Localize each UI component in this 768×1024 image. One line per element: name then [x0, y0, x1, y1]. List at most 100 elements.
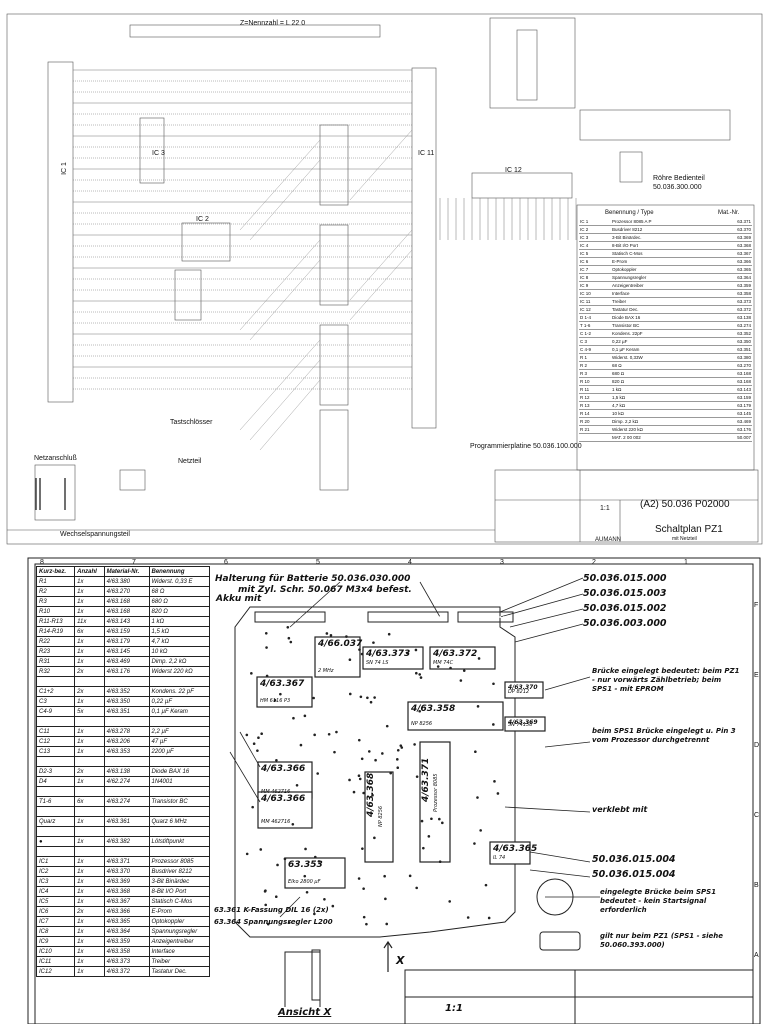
column-number: 5: [316, 559, 320, 566]
bom-cell: 63.138: [713, 313, 752, 322]
bom-cell: 0,22 µF: [611, 337, 714, 346]
parts-cell: Diode BAX 16: [149, 766, 211, 777]
bom-cell: C 4-9: [579, 345, 612, 354]
parts-cell: 6x: [74, 796, 105, 807]
bom-header-name: Benennung / Type: [605, 210, 654, 216]
parts-cell: C13: [36, 746, 76, 757]
bom-cell: 63.373: [713, 297, 752, 306]
parts-cell: [104, 786, 150, 797]
bom-cell: [579, 433, 612, 442]
parts-cell: D2-3: [36, 766, 76, 777]
parts-cell: 1x: [74, 606, 105, 617]
chip-outline: [364, 771, 394, 863]
bom-cell: 63.168: [713, 377, 752, 386]
parts-cell: R10: [36, 606, 76, 617]
parts-row: [36, 716, 211, 727]
chip-sublabel: MM 462716: [261, 819, 291, 825]
parts-cell: C4-9: [36, 706, 76, 717]
callout-bruecke: Brücke eingelegt bedeutet: beim PZ1 - nu…: [592, 667, 740, 693]
bom-cell: Anzeigentreiber: [611, 281, 714, 290]
parts-cell: 4/63.159: [104, 626, 150, 637]
parts-cell: IC12: [36, 966, 76, 977]
eprom1-outline: [319, 124, 349, 206]
parts-cell: 47 µF: [149, 736, 211, 747]
parts-cell: 0,22 µF: [149, 696, 211, 707]
ic2-label: IC 2: [196, 216, 209, 223]
chip-label: 4/63.370: [508, 684, 538, 691]
scale-label: 1:1: [600, 505, 610, 512]
parts-cell: IC4: [36, 886, 76, 897]
parts-cell: 1x: [74, 876, 105, 887]
parts-cell: IC6: [36, 906, 76, 917]
parts-cell: IC1: [36, 856, 76, 867]
chip-label: 4/63.371: [421, 757, 431, 802]
column-number: 3: [500, 559, 504, 566]
bom-cell: 10 kΩ: [611, 409, 714, 418]
parts-cell: 1x: [74, 776, 105, 787]
parts-cell: IC3: [36, 876, 76, 887]
parts-cell: 4/63.469: [104, 656, 150, 667]
column-number: 6: [224, 559, 228, 566]
parts-cell: 3-Bit Binärdec: [149, 876, 211, 887]
view-x-marker: X: [396, 954, 405, 967]
chip-label: 4/63.368: [366, 772, 376, 817]
parts-cell: 4/63.380: [104, 576, 150, 587]
title-block: [494, 469, 759, 543]
bom-cell: 1,5 kΩ: [611, 393, 714, 402]
bom-cell: 63.367: [713, 249, 752, 258]
parts-cell: [74, 826, 105, 837]
bom-cell: Transistor BC: [611, 321, 714, 330]
parts-cell: C3: [36, 696, 76, 707]
parts-cell: R3: [36, 596, 76, 607]
bom-cell: IC 9: [579, 281, 612, 290]
connector-left: [254, 611, 326, 623]
parts-cell: Widerst 220 kΩ: [149, 666, 211, 677]
parts-cell: R31: [36, 656, 76, 667]
callout-fassung: 63.361 K-Fassung DIL 16 (2x): [214, 906, 329, 914]
parts-cell: [74, 756, 105, 767]
bom-cell: 63.364: [713, 273, 752, 282]
bom-cell: Kondens. 22pF: [611, 329, 714, 338]
column-number: 4: [408, 559, 412, 566]
parts-cell: Dimp. 2,2 kΩ: [149, 656, 211, 667]
bom-cell: 63.469: [713, 417, 752, 426]
parts-cell: [104, 676, 150, 687]
chip-outline: [257, 791, 313, 829]
parts-cell: Treiber: [149, 956, 211, 967]
chip-label: 4/63.367: [260, 679, 305, 689]
bom-cell: Widerst 220 kΩ: [611, 425, 714, 434]
ic12-outline: [471, 172, 573, 199]
parts-row: [36, 756, 211, 767]
column-number: 7: [132, 559, 136, 566]
parts-cell: 2200 µF: [149, 746, 211, 757]
parts-cell: 68 Ω: [149, 586, 211, 597]
parts-cell: C1+2: [36, 686, 76, 697]
row-letter: A: [754, 952, 759, 959]
chip-label: 63.353: [288, 860, 323, 870]
callout-batterie: Halterung für Batterie 50.036.030.000: [215, 574, 411, 584]
parts-cell: R1: [36, 576, 76, 587]
ram-outline: [319, 324, 349, 406]
parts-cell: 11x: [74, 616, 105, 627]
callout-num-5: 50.036.015.004: [592, 854, 676, 865]
parts-cell: 1x: [74, 636, 105, 647]
parts-cell: C12: [36, 736, 76, 747]
